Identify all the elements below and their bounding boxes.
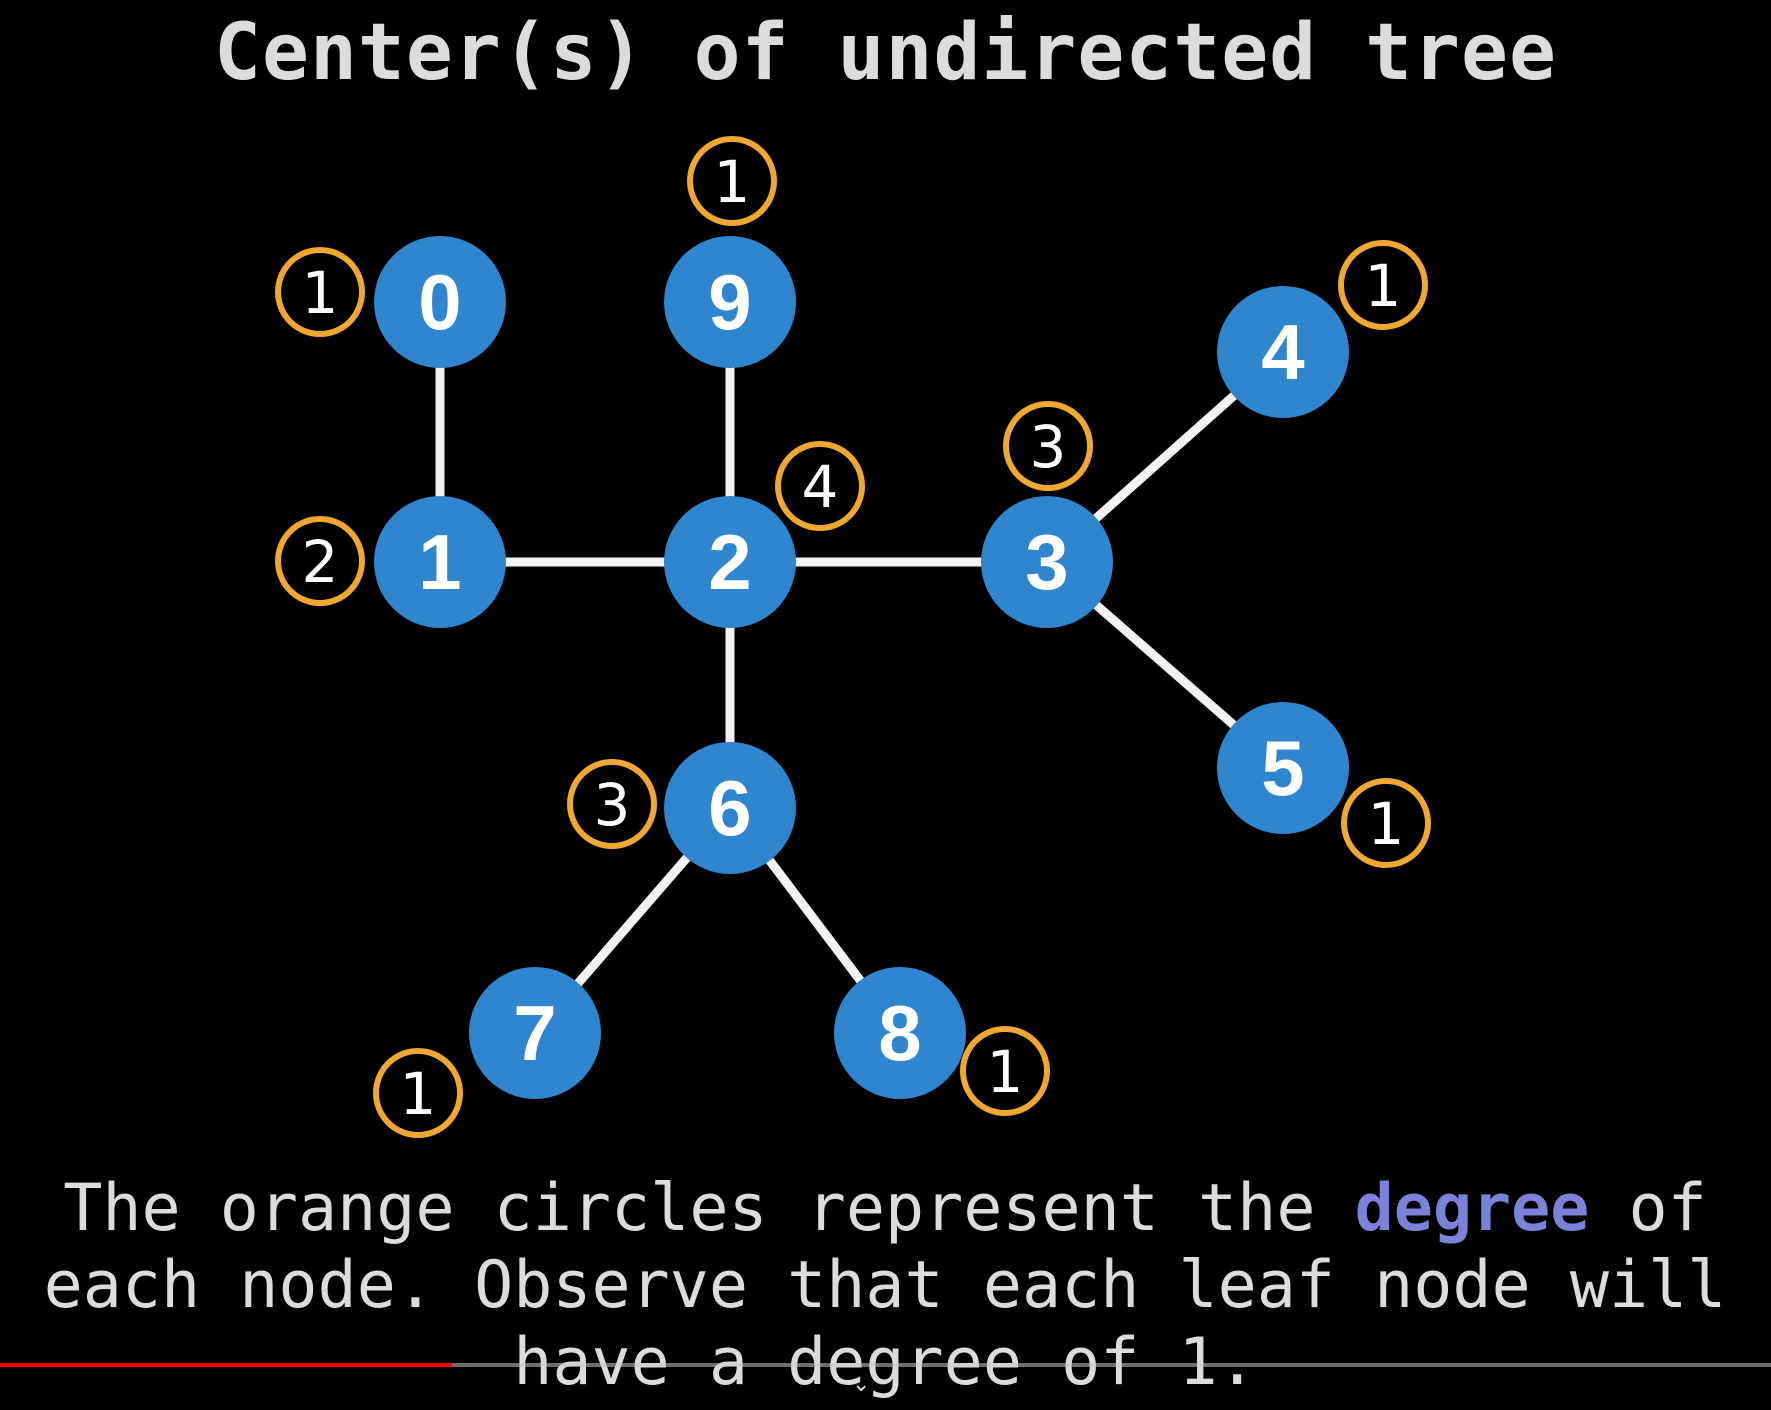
node-3: 3 <box>981 496 1113 628</box>
node-circle <box>834 967 966 1099</box>
degree-label: 4 <box>802 453 839 521</box>
degree-ring <box>275 247 365 337</box>
node-label: 6 <box>708 764 751 852</box>
node-circle <box>664 496 796 628</box>
degree-badge-5: 1 <box>1341 778 1431 868</box>
node-circle <box>374 496 506 628</box>
video-progress-bar[interactable] <box>0 1363 1771 1367</box>
degree-label: 1 <box>987 1038 1024 1106</box>
degree-badge-8: 1 <box>960 1026 1050 1116</box>
degree-ring <box>775 441 865 531</box>
degree-label: 3 <box>1030 413 1067 481</box>
degree-badge-9: 1 <box>687 136 777 226</box>
node-circle <box>1217 286 1349 418</box>
edges-layer <box>435 302 1286 1036</box>
node-7: 7 <box>469 967 601 1099</box>
degree-label: 1 <box>714 148 751 216</box>
node-label: 4 <box>1261 308 1304 396</box>
degree-badge-0: 1 <box>275 247 365 337</box>
node-circle <box>374 236 506 368</box>
chevron-down-icon[interactable]: ⌄ <box>852 1372 871 1397</box>
node-label: 1 <box>418 518 461 606</box>
caption-line-2: each node. Observe that each leaf node w… <box>43 1248 1727 1323</box>
caption-highlight-degree: degree <box>1354 1171 1590 1246</box>
node-8: 8 <box>834 967 966 1099</box>
degree-label: 1 <box>1365 252 1402 320</box>
node-circle <box>664 742 796 874</box>
node-label: 3 <box>1025 518 1068 606</box>
node-5: 5 <box>1217 702 1349 834</box>
degree-ring <box>1003 401 1093 491</box>
node-label: 5 <box>1261 724 1304 812</box>
degree-label: 1 <box>1368 790 1405 858</box>
degree-ring <box>1341 778 1431 868</box>
caption-line-1-suffix: of <box>1589 1171 1707 1246</box>
degree-ring <box>1338 240 1428 330</box>
degree-label: 1 <box>302 259 339 327</box>
node-circle <box>1217 702 1349 834</box>
node-circle <box>664 236 796 368</box>
node-1: 1 <box>374 496 506 628</box>
node-0: 0 <box>374 236 506 368</box>
degree-ring <box>275 516 365 606</box>
caption-line-3: have a degree of 1. <box>513 1325 1257 1400</box>
degree-ring <box>960 1026 1050 1116</box>
node-label: 7 <box>513 989 556 1077</box>
degree-badge-6: 3 <box>567 759 657 849</box>
node-6: 6 <box>664 742 796 874</box>
caption-line-1-prefix: The orange circles represent the <box>63 1171 1355 1246</box>
node-label: 8 <box>878 989 921 1077</box>
diagram-title: Center(s) of undirected tree <box>214 8 1557 98</box>
degree-badge-1: 2 <box>275 516 365 606</box>
node-2: 2 <box>664 496 796 628</box>
degree-label: 2 <box>302 528 339 596</box>
node-4: 4 <box>1217 286 1349 418</box>
caption: The orange circles represent the degree … <box>0 1170 1771 1401</box>
node-circle <box>469 967 601 1099</box>
node-label: 9 <box>708 258 751 346</box>
degree-badge-4: 1 <box>1338 240 1428 330</box>
degree-badge-7: 1 <box>373 1048 463 1138</box>
caption-line-1: The orange circles represent the degree … <box>0 1170 1771 1247</box>
node-circle <box>981 496 1113 628</box>
degree-label: 1 <box>400 1060 437 1128</box>
video-progress-fill <box>0 1363 452 1367</box>
degree-badge-2: 4 <box>775 441 865 531</box>
node-label: 2 <box>708 518 751 606</box>
degree-label: 3 <box>594 771 631 839</box>
degree-ring <box>687 136 777 226</box>
degree-ring <box>567 759 657 849</box>
node-label: 0 <box>418 258 461 346</box>
degree-badge-3: 3 <box>1003 401 1093 491</box>
nodes-layer: 0 1 2 3 4 5 6 7 8 9 <box>374 236 1349 1099</box>
node-9: 9 <box>664 236 796 368</box>
degree-ring <box>373 1048 463 1138</box>
